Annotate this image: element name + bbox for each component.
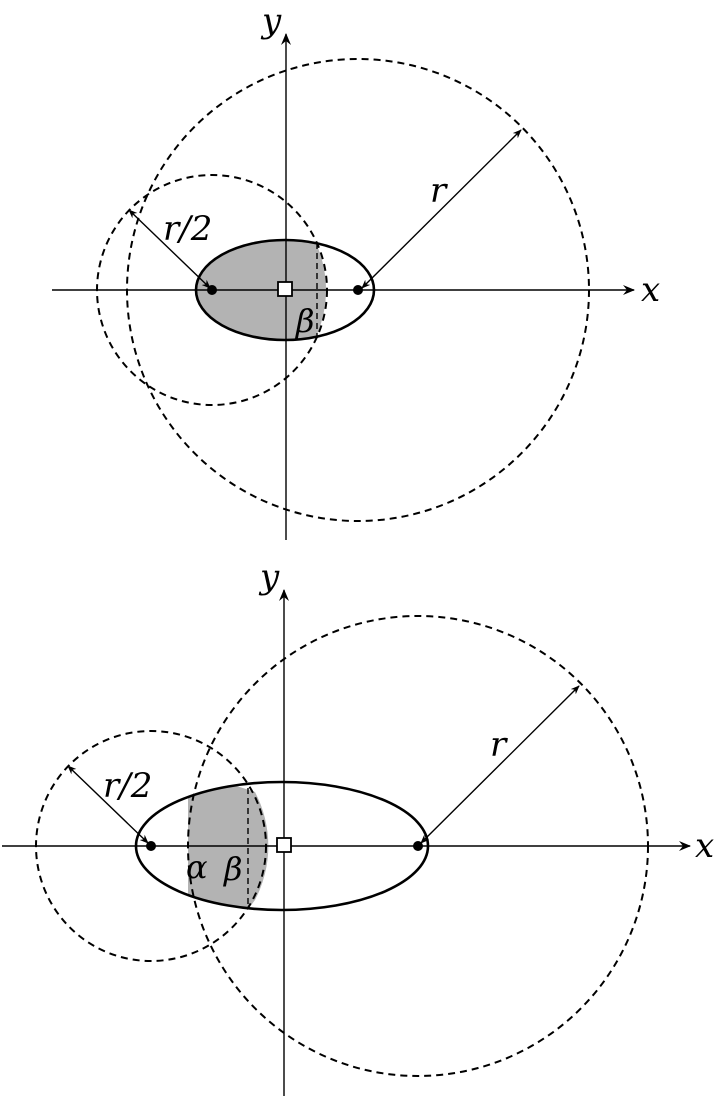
bottom-ellipse — [134, 780, 430, 912]
top-right-focus-dot — [353, 285, 363, 295]
top-small-radius-arrow — [128, 209, 211, 289]
bottom-beta-label: β — [223, 850, 243, 888]
bottom-big-radius-arrow — [420, 685, 580, 844]
top-small-circle — [96, 174, 328, 406]
bottom-small-radius-label: r/2 — [103, 766, 152, 806]
bottom-alpha-label: α — [186, 848, 208, 886]
top-big-radius-label: r — [430, 171, 448, 211]
bottom-big-circle — [187, 615, 649, 1077]
bottom-left-focus-dot — [146, 841, 156, 851]
top-beta-label: β — [295, 302, 315, 340]
bottom-right-focus-dot — [413, 841, 423, 851]
bottom-big-radius-label: r — [490, 725, 508, 765]
bottom-center-square — [276, 837, 292, 853]
bottom-small-circle — [35, 730, 267, 962]
top-big-radius-arrow — [361, 129, 522, 289]
top-x-label: x — [641, 270, 660, 310]
top-center-square — [277, 281, 293, 297]
top-left-focus-dot — [207, 285, 217, 295]
bottom-small-radius-arrow — [67, 765, 149, 844]
top-panel: y x r r/2 β — [52, 1, 660, 540]
top-ellipse — [194, 238, 376, 342]
top-big-circle — [126, 58, 590, 522]
bottom-panel: y x r r/2 α β — [2, 557, 714, 1096]
top-small-radius-label: r/2 — [163, 209, 212, 249]
bottom-x-label: x — [695, 826, 714, 866]
top-y-label: y — [260, 1, 282, 41]
bottom-y-label: y — [258, 557, 280, 597]
